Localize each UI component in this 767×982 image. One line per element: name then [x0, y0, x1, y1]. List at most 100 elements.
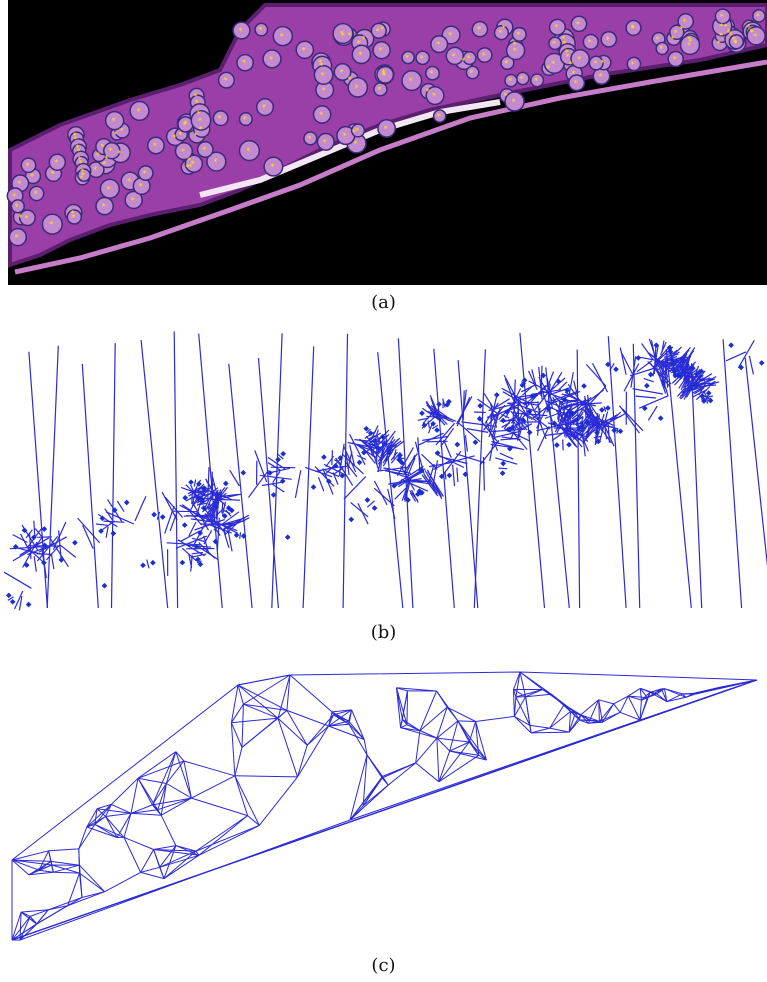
voronoi-edge [332, 450, 333, 465]
voronoi-edge [230, 470, 240, 486]
cell-marker: * [719, 32, 723, 41]
voronoi-site [527, 430, 533, 436]
voronoi-site [372, 505, 378, 511]
delaunay-edge [117, 813, 131, 837]
cell-marker: * [574, 79, 578, 88]
delaunay-edge [437, 738, 439, 782]
cell-marker: * [461, 56, 465, 65]
voronoi-site [494, 392, 500, 398]
voronoi-edge [13, 535, 28, 543]
voronoi-site [26, 602, 32, 608]
voronoi-edge [165, 506, 174, 533]
delaunay-edge [550, 705, 564, 729]
voronoi-edge [648, 406, 657, 420]
cell-marker: * [720, 12, 724, 21]
voronoi-edge [484, 393, 494, 408]
cell-marker: * [733, 38, 737, 47]
cell-marker: * [213, 158, 217, 167]
cell-marker: * [114, 130, 118, 139]
voronoi-edge [445, 473, 446, 480]
voronoi-edge [491, 409, 493, 430]
voronoi-edge [586, 364, 606, 386]
cell-marker: * [405, 54, 409, 63]
cell-marker: * [674, 28, 678, 37]
cell-marker: * [377, 85, 381, 94]
voronoi-site [280, 478, 286, 484]
voronoi-site [182, 522, 188, 528]
voronoi-edge [271, 468, 290, 472]
cell-marker: * [355, 83, 359, 92]
voronoi-site [473, 439, 479, 445]
cell-marker: * [508, 77, 512, 86]
delaunay-edge [526, 697, 532, 733]
delaunay-edge [138, 778, 166, 783]
cell-marker: * [355, 127, 359, 136]
voronoi-site [150, 560, 156, 566]
cell-marker: * [382, 71, 386, 80]
voronoi-site [311, 484, 317, 490]
delaunay-edge [363, 776, 382, 805]
voronoi-edge [319, 477, 324, 491]
delaunay-edge [450, 721, 458, 751]
voronoi-edges [4, 331, 767, 610]
delaunay-edge [238, 685, 278, 718]
voronoi-site [72, 540, 78, 546]
voronoi-site [223, 481, 229, 487]
voronoi-ray [229, 364, 252, 608]
cell-marker: * [102, 202, 106, 211]
cell-marker: * [26, 161, 30, 170]
voronoi-sites [6, 342, 765, 607]
voronoi-edge [295, 470, 300, 498]
cell-marker: * [432, 92, 436, 101]
delaunay-edge [80, 865, 105, 892]
cell-marker: * [119, 127, 123, 136]
voronoi-site [658, 415, 664, 421]
cell-marker: * [719, 22, 723, 31]
cell-marker: * [104, 154, 108, 163]
cell-marker: * [753, 32, 757, 41]
cell-marker: * [25, 214, 29, 223]
voronoi-ray [378, 352, 403, 608]
voronoi-site [436, 401, 442, 407]
delaunay-edge [161, 815, 176, 845]
cell-marker: * [477, 25, 481, 34]
delaunay-edge [154, 846, 176, 850]
delaunay-edge [650, 692, 667, 701]
cell-marker: * [512, 98, 516, 107]
voronoi-edge [644, 378, 654, 381]
voronoi-site [321, 454, 327, 460]
cell-marker: * [430, 69, 434, 78]
voronoi-site [500, 470, 506, 476]
voronoi-site [102, 583, 108, 589]
cell-marker: * [258, 26, 262, 35]
cell-marker: * [172, 133, 176, 142]
voronoi-site [556, 379, 562, 385]
panel-c-delaunay [0, 650, 767, 950]
voronoi-site [160, 514, 166, 520]
voronoi-site [635, 355, 641, 361]
voronoi-ray [458, 360, 478, 608]
voronoi-site [618, 428, 624, 434]
cell-marker: * [420, 54, 424, 63]
cell-marker: * [687, 41, 691, 50]
voronoi-site [566, 442, 572, 448]
cell-marker: * [242, 59, 246, 68]
cell-marker: * [659, 45, 663, 54]
delaunay-edge [79, 849, 80, 865]
delaunay-edge [12, 924, 37, 940]
delaunay-edge [628, 688, 640, 696]
voronoi-edge [51, 554, 54, 570]
voronoi-edge [622, 409, 643, 431]
delaunay-edge [105, 872, 141, 891]
cell-marker: * [262, 103, 266, 112]
cell-marker: * [269, 55, 273, 64]
voronoi-edge [83, 525, 93, 548]
cell-marker: * [49, 220, 53, 229]
voronoi-ray [434, 349, 455, 608]
delaunay-edge [191, 798, 247, 816]
caption-a: (a) [0, 292, 767, 313]
delaunay-edge [416, 763, 439, 782]
voronoi-edge [457, 468, 458, 482]
cell-marker: * [117, 149, 121, 158]
delaunay-edge [388, 763, 416, 785]
